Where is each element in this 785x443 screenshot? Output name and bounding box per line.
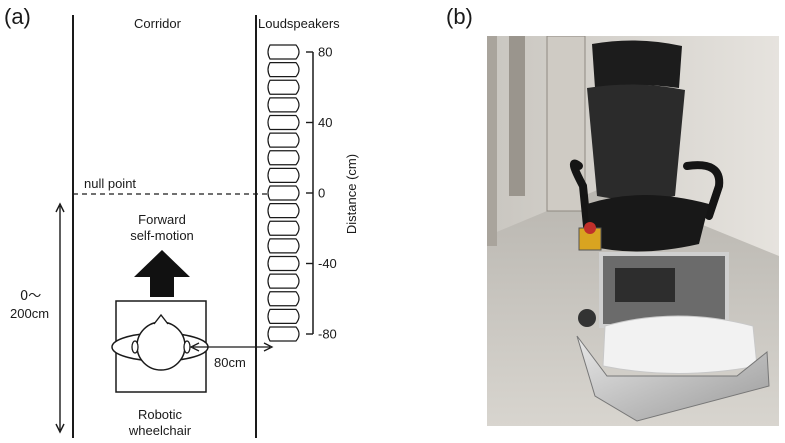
wheelchair-photo xyxy=(487,36,779,426)
panel-b-label: (b) xyxy=(446,4,473,29)
loudspeaker xyxy=(267,79,300,95)
distance-80cm-head-left xyxy=(189,342,200,352)
axis-tick-label: -40 xyxy=(318,256,337,271)
range-arrow-head-top xyxy=(55,202,65,213)
photo-caster xyxy=(578,309,596,327)
photo-foot-cushion xyxy=(602,315,758,374)
photo-chair-left-arm xyxy=(569,159,591,230)
axis-tick-label: 0 xyxy=(318,186,325,201)
photo-door-frame xyxy=(509,36,525,196)
photo-chair-seat xyxy=(587,195,709,252)
photo-chair-back xyxy=(587,84,685,200)
range-label-line1: 0～ xyxy=(20,289,41,304)
distance-axis-ticks: 80 40 0 -40 -80 xyxy=(306,45,337,342)
loudspeaker xyxy=(267,150,300,166)
loudspeaker xyxy=(267,185,300,201)
photo-chair-right-arm xyxy=(683,161,724,220)
photo-base xyxy=(576,335,770,422)
panel-a-label: (a) xyxy=(4,4,31,29)
loudspeaker xyxy=(267,238,300,254)
listener-head xyxy=(136,321,186,371)
loudspeaker xyxy=(267,273,300,289)
photo-battery xyxy=(615,268,675,302)
null-point-label: null point xyxy=(84,176,136,191)
loudspeaker xyxy=(267,291,300,307)
loudspeaker xyxy=(267,326,300,342)
range-label-line2: 200cm xyxy=(10,306,49,321)
photo-stop-button xyxy=(584,222,596,234)
loudspeaker xyxy=(267,44,300,60)
distance-axis-label: Distance (cm) xyxy=(344,154,359,234)
loudspeaker xyxy=(267,167,300,183)
loudspeaker xyxy=(267,97,300,113)
listener-left-ear xyxy=(131,340,139,354)
axis-tick-label: 40 xyxy=(318,115,332,130)
loudspeaker xyxy=(267,308,300,324)
forward-arrow xyxy=(134,250,190,297)
wheelchair-label-line2: wheelchair xyxy=(128,423,192,438)
corridor-label: Corridor xyxy=(134,16,182,31)
loudspeaker xyxy=(267,132,300,148)
range-arrow-head-bottom xyxy=(55,423,65,434)
loudspeaker xyxy=(267,203,300,219)
loudspeaker xyxy=(267,62,300,78)
loudspeaker xyxy=(267,255,300,272)
photo-chair-headrest xyxy=(592,40,682,88)
photo-cabinet xyxy=(487,36,497,246)
listener-nose xyxy=(153,313,169,325)
forward-label-line2: self-motion xyxy=(130,228,194,243)
wheelchair-label-line1: Robotic xyxy=(138,407,183,422)
loudspeakers-label: Loudspeakers xyxy=(258,16,340,31)
loudspeaker xyxy=(267,114,300,131)
loudspeaker xyxy=(267,220,300,236)
axis-tick-label: -80 xyxy=(318,327,337,342)
distance-80cm-head-right xyxy=(263,342,274,352)
loudspeaker-array xyxy=(267,44,300,342)
forward-label-line1: Forward xyxy=(138,212,186,227)
gap-label: 80cm xyxy=(214,355,246,370)
listener-right-ear xyxy=(183,340,191,354)
axis-tick-label: 80 xyxy=(318,45,332,60)
schematic-diagram: 80 40 0 -40 -80 Corridor Loudspeakers null p… xyxy=(10,15,359,438)
